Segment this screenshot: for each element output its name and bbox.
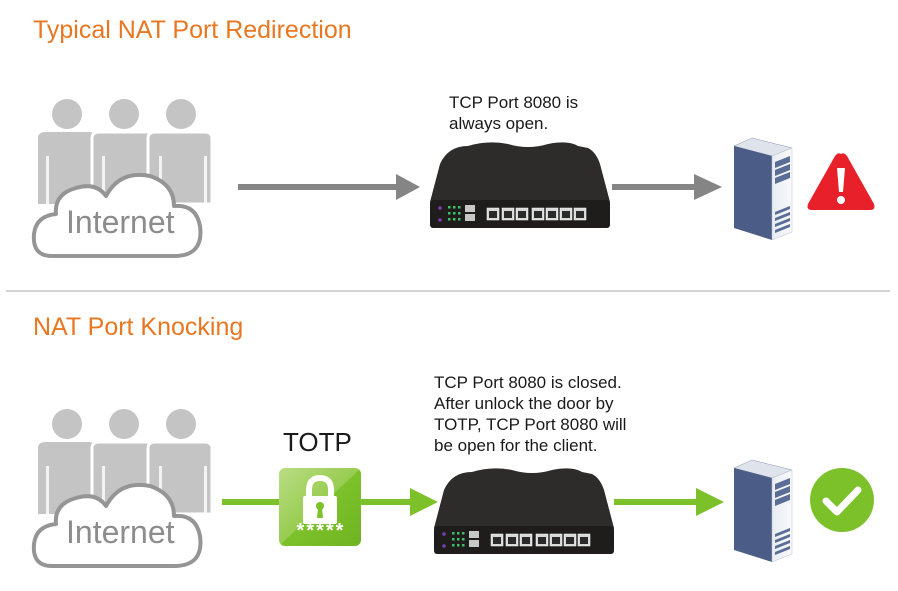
totp-label: TOTP [283, 427, 352, 457]
server-icon [733, 459, 793, 563]
warning-triangle-icon [807, 153, 875, 210]
router-icon [433, 467, 615, 555]
padlock-icon [279, 468, 361, 546]
section-divider [6, 290, 890, 292]
arrow-to-server-green [614, 488, 724, 516]
arrow-to-router [238, 174, 420, 200]
totp-mask-text: ***** [296, 520, 346, 542]
router-caption-closed: TCP Port 8080 is closed. After unlock th… [434, 373, 627, 455]
section-title-port-knocking: NAT Port Knocking [33, 313, 244, 341]
totp-lock-badge: ***** [279, 468, 361, 546]
router-icon [429, 141, 611, 229]
arrow-to-totp [222, 499, 282, 505]
internet-clients-group: Internet [24, 96, 224, 266]
router-caption-open: TCP Port 8080 is always open. [449, 93, 579, 133]
server-icon [733, 137, 793, 241]
internet-clients-group-2: Internet [24, 406, 224, 576]
check-circle-icon [810, 468, 874, 532]
section-title-typical-nat: Typical NAT Port Redirection [33, 16, 352, 44]
arrow-to-router-green [360, 488, 438, 516]
internet-label: Internet [66, 204, 175, 240]
internet-label: Internet [66, 514, 175, 550]
arrow-to-server [612, 174, 722, 200]
